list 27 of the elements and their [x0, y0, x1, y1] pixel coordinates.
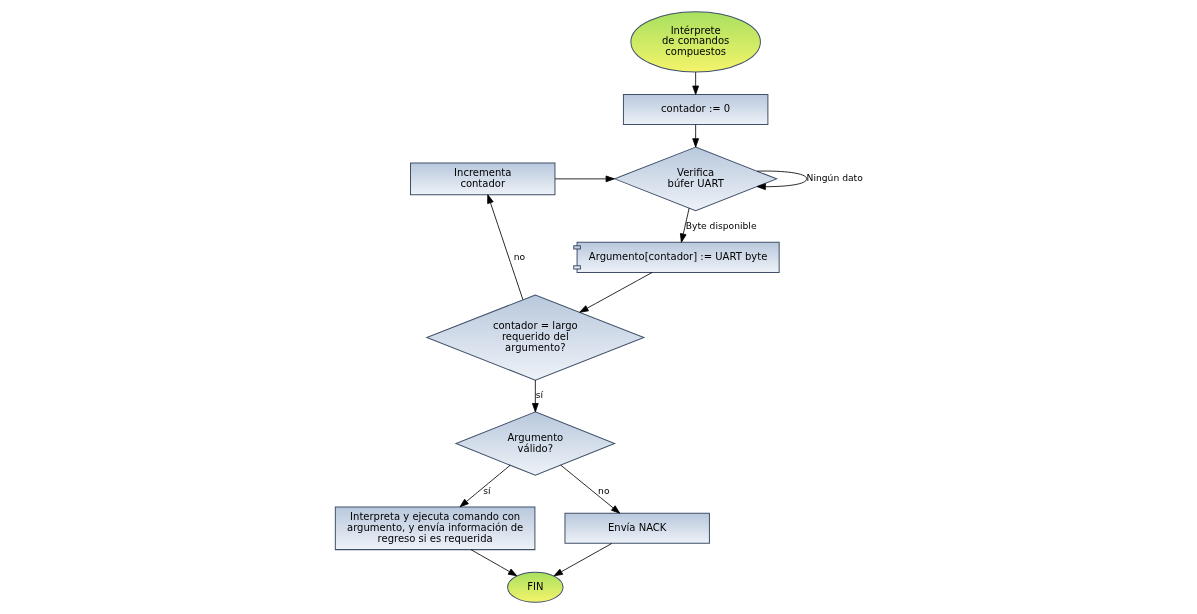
- node-diamond: Argumento válido?: [455, 411, 615, 476]
- node-diamond: Verifica búfer UART: [613, 146, 777, 212]
- arrow: [559, 464, 620, 514]
- arrow: [531, 379, 539, 413]
- arrow: [553, 543, 612, 577]
- arrow: [679, 207, 690, 243]
- edge-label: no: [513, 250, 525, 262]
- node-diamond: contador = largo requerido del argumento?: [425, 294, 644, 381]
- arrow: [756, 170, 807, 191]
- edge-label: sí: [482, 484, 491, 496]
- node-box: Envía NACK: [563, 512, 710, 544]
- arrow: [691, 124, 699, 148]
- arrow: [486, 194, 523, 301]
- edge-label: no: [597, 484, 610, 496]
- edge-label: Byte disponible: [685, 219, 757, 231]
- node-ellipse: FIN: [506, 571, 564, 603]
- node-box: contador := 0: [622, 94, 768, 126]
- arrow: [470, 549, 517, 577]
- node-ellipse: Intérprete de comandos compuestos: [629, 11, 761, 73]
- arrow: [691, 71, 699, 95]
- edge-label: Ningún dato: [806, 172, 863, 184]
- node-box: Interpreta y ejecuta comando con argumento, y envía información de regreso si es requerida: [334, 506, 535, 551]
- arrow: [459, 464, 510, 508]
- arrow: [578, 272, 653, 313]
- edge-label: sí: [535, 389, 543, 401]
- arrow: [554, 175, 615, 183]
- node-box: Incrementa contador: [409, 162, 555, 196]
